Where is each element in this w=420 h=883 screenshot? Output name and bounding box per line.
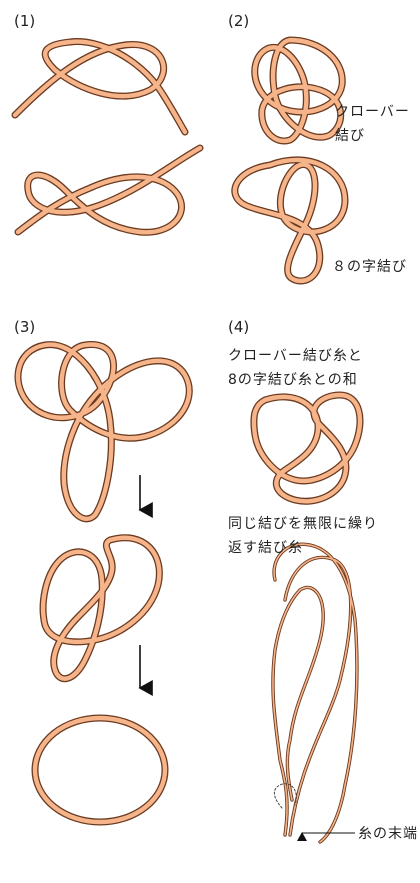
panel3-one-loop <box>39 534 163 683</box>
clover-knot-caption: クローバー 結び <box>335 104 410 144</box>
panel4-sum-knot <box>250 391 364 505</box>
panel-label-4: (4) <box>228 318 250 336</box>
panel-label-3: (3) <box>14 318 36 336</box>
panel3-unknot <box>31 714 169 826</box>
panel-label-1: (1) <box>14 12 36 30</box>
panel1-knot-bottom <box>14 144 204 236</box>
infinite-knot-caption: 同じ結びを無限に繰り 返す結び糸 <box>228 516 378 556</box>
panel1-knot-top <box>11 38 189 136</box>
panel-label-2: (2) <box>228 12 250 30</box>
rope-end-caption: 糸の末端 <box>358 826 418 842</box>
sum-knot-caption: クローバー結び糸と 8の字結び糸との和 <box>228 348 363 388</box>
figure-eight-caption: ８の字結び <box>332 259 407 275</box>
panel4-infinite-knot <box>271 542 359 844</box>
panel2-figure-eight-knot <box>231 156 349 285</box>
panel2-clover-knot <box>251 36 346 145</box>
panel3-trefoil <box>14 341 193 523</box>
